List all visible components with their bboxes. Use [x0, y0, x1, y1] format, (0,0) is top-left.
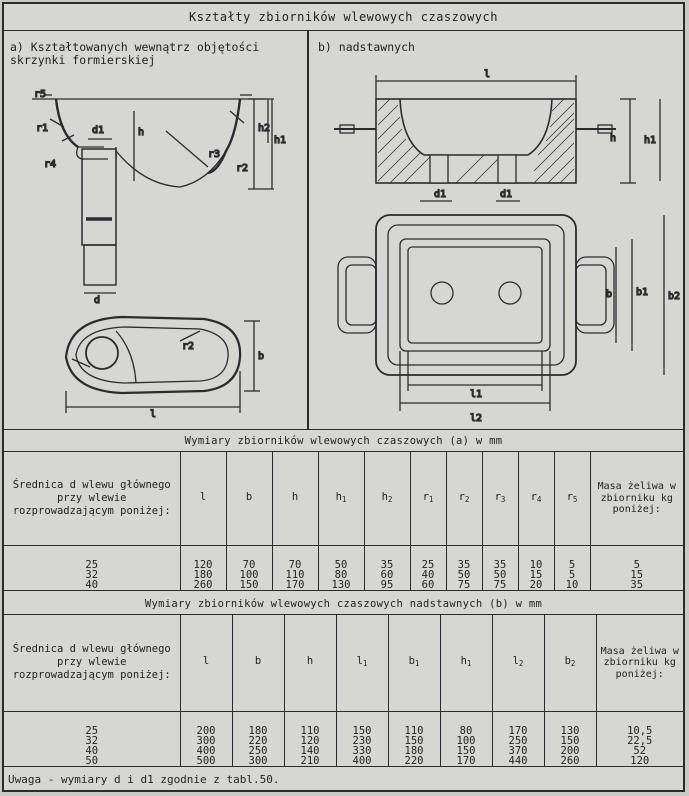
label-b-h: h	[610, 133, 616, 144]
table-b-header-l: l	[180, 615, 233, 712]
drawing-b-caption: b) nadstawnych	[318, 40, 415, 54]
table-a: Średnica d wlewu głównego przy wlewie ro…	[4, 452, 683, 591]
label-a-r3: r3	[208, 149, 220, 160]
label-a-h2: h2	[258, 123, 270, 134]
table-b-title: Wymiary zbiorników wlewowych czaszowych …	[4, 594, 683, 615]
drawing-a-caption: a) Kształtowanych wewnątrz objętości skr…	[10, 40, 260, 67]
table-a-header-mass: Masa żeliwa w zbiorniku kg poniżej:	[590, 452, 683, 546]
label-a-r2b: r2	[182, 341, 194, 352]
label-a-r5: r5	[34, 89, 46, 100]
drawing-b-plan	[337, 214, 665, 411]
label-a-d1: d1	[92, 125, 104, 136]
table-b: Średnica d wlewu głównego przy wlewie ro…	[4, 615, 683, 767]
table-b-header-mass: Masa żeliwa w zbiorniku kg poniżej:	[596, 615, 683, 712]
label-a-r1: r1	[36, 123, 48, 134]
drawing-b-section	[334, 75, 661, 202]
label-b-b1: b1	[636, 287, 648, 298]
label-b-l2: l2	[470, 413, 482, 424]
table-a-header-r3: r3	[482, 452, 519, 546]
table-b-header-diameter: Średnica d wlewu głównego przy wlewie ro…	[4, 615, 181, 712]
label-b-d1a: d1	[434, 189, 446, 200]
drawing-a-section	[32, 94, 274, 294]
footnote: Uwaga - wymiary d i d1 zgodnie z tabl.50…	[8, 773, 280, 786]
table-a-header-b: b	[226, 452, 273, 546]
table-a-header-r4: r4	[518, 452, 555, 546]
label-a-h: h	[138, 127, 144, 138]
table-a-header-r1: r1	[410, 452, 447, 546]
table-a-header-h2: h2	[364, 452, 411, 546]
table-b-header-h: h	[284, 615, 337, 712]
table-b-header-b1: b1	[388, 615, 441, 712]
label-b-d1b: d1	[500, 189, 512, 200]
label-b-l1: l1	[470, 389, 482, 400]
table-b-header-l1: l1	[336, 615, 389, 712]
label-a-r4: r4	[44, 159, 56, 170]
table-a-title: Wymiary zbiorników wlewowych czaszowych …	[4, 431, 683, 452]
drawing-a-plan	[64, 315, 260, 413]
table-a-header-h1: h1	[318, 452, 365, 546]
table-a-header-diameter: Średnica d wlewu głównego przy wlewie ro…	[4, 452, 181, 546]
table-b-header-b: b	[232, 615, 285, 712]
table-a-header-h: h	[272, 452, 319, 546]
drawings-section: a) Kształtowanych wewnątrz objętości skr…	[4, 31, 683, 430]
label-a-h1: h1	[274, 135, 286, 146]
label-b-b: b	[606, 289, 612, 300]
column-divider	[307, 31, 309, 429]
table-a-header-r2: r2	[446, 452, 483, 546]
technical-drawings: r5 r1 r4 d1 h h2 r3 r2 h1 d	[32, 68, 681, 425]
table-a-header-r5: r5	[554, 452, 591, 546]
label-a-r2: r2	[236, 163, 248, 174]
label-a-d: d	[94, 295, 100, 306]
table-b-header-l2: l2	[492, 615, 545, 712]
table-b-header-b2: b2	[544, 615, 597, 712]
table-a-header-l: l	[180, 452, 227, 546]
document-title: Kształty zbiorników wlewowych czaszowych	[4, 4, 683, 31]
label-a-b: b	[258, 351, 264, 362]
label-b-b2: b2	[668, 291, 680, 302]
label-b-h1: h1	[644, 135, 656, 146]
label-b-l: l	[484, 69, 490, 80]
table-b-header-h1: h1	[440, 615, 493, 712]
label-a-l: l	[150, 409, 156, 420]
